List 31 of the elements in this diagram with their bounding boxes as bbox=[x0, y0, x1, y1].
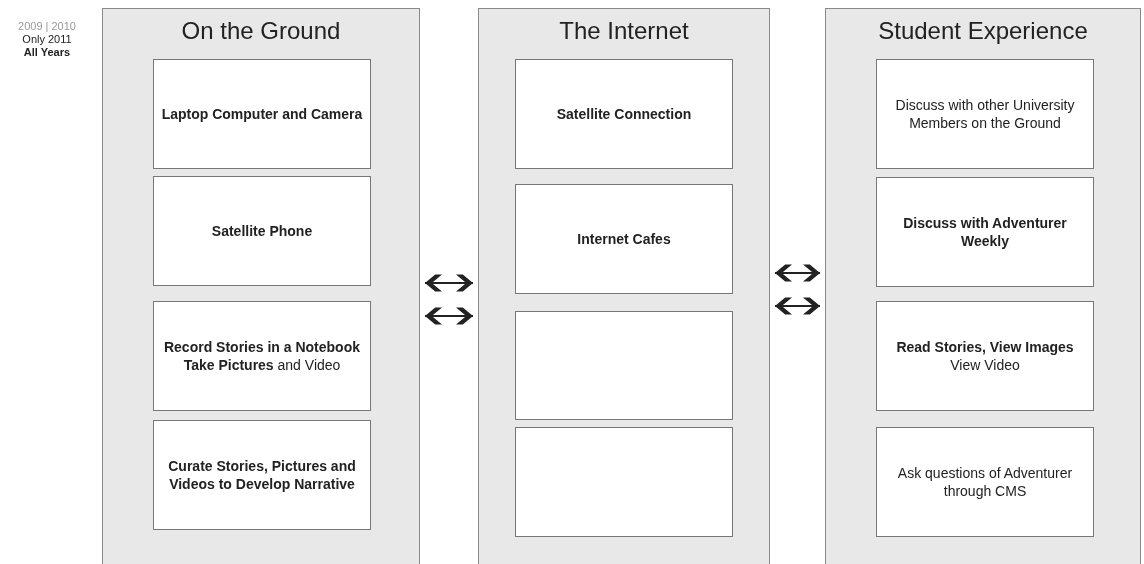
legend-text: 2009 | 2010 bbox=[18, 20, 76, 34]
box-text: Read Stories, View Images View Video bbox=[895, 337, 1075, 375]
process-box bbox=[876, 427, 1094, 537]
legend-text: Only 2011 bbox=[22, 33, 72, 47]
process-box bbox=[153, 301, 371, 411]
box-text: Discuss with Adventurer Weekly bbox=[902, 213, 1068, 251]
column-heading: On the Ground bbox=[181, 17, 341, 45]
box-text: Ask questions of Adventurer through CMS bbox=[896, 463, 1074, 501]
column-panel bbox=[825, 8, 1141, 564]
column-panel bbox=[102, 8, 420, 564]
column-heading: The Internet bbox=[559, 17, 689, 45]
legend-text: All Years bbox=[23, 46, 71, 60]
process-box bbox=[876, 301, 1094, 411]
process-box bbox=[515, 427, 733, 537]
box-text: Satellite Connection bbox=[556, 104, 692, 124]
process-box bbox=[515, 311, 733, 420]
process-box bbox=[876, 59, 1094, 169]
box-text: Internet Cafes bbox=[577, 229, 671, 249]
process-box bbox=[153, 420, 371, 530]
process-box bbox=[153, 176, 371, 286]
box-text: Record Stories in a Notebook Take Pictures and Video bbox=[162, 337, 361, 375]
box-text: Discuss with other University Members on the Ground bbox=[894, 95, 1076, 133]
column-heading: Student Experience bbox=[878, 17, 1088, 45]
column-panel bbox=[478, 8, 770, 564]
box-text: Satellite Phone bbox=[211, 221, 313, 241]
box-text: Laptop Computer and Camera bbox=[161, 104, 363, 124]
process-box bbox=[515, 59, 733, 169]
box-text: Curate Stories, Pictures and Videos to Develop Narrative bbox=[167, 456, 357, 494]
process-box bbox=[153, 59, 371, 169]
process-box bbox=[515, 184, 733, 294]
process-box bbox=[876, 177, 1094, 287]
